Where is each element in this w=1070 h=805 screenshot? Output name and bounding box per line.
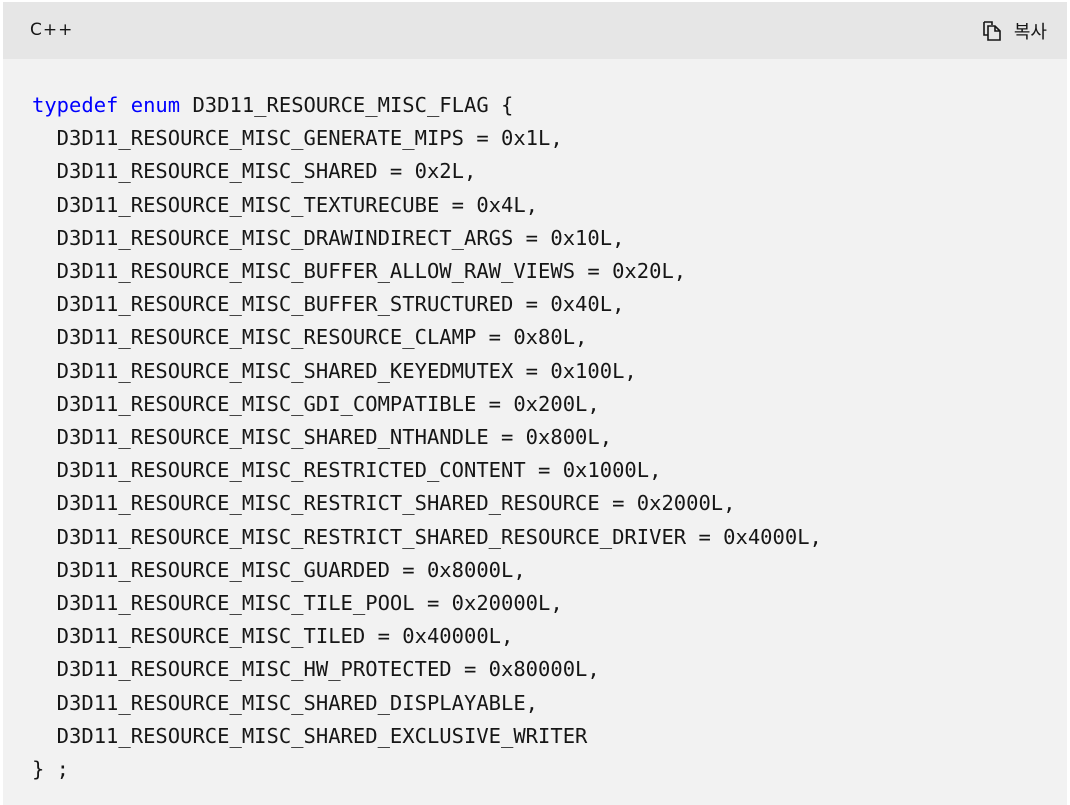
code-line: D3D11_RESOURCE_MISC_BUFFER_ALLOW_RAW_VIE… <box>32 259 687 284</box>
code-content: typedef enum D3D11_RESOURCE_MISC_FLAG { … <box>32 89 822 786</box>
code-line: D3D11_RESOURCE_MISC_BUFFER_STRUCTURED = … <box>32 292 625 317</box>
copy-button[interactable]: 복사 <box>982 16 1047 46</box>
code-line: D3D11_RESOURCE_MISC_TEXTURECUBE = 0x4L, <box>32 192 539 217</box>
code-line: D3D11_RESOURCE_MISC_GUARDED = 0x8000L, <box>32 557 526 582</box>
enum-declaration: D3D11_RESOURCE_MISC_FLAG { <box>180 93 514 117</box>
keyword-typedef: typedef <box>32 93 119 117</box>
code-line: D3D11_RESOURCE_MISC_SHARED_KEYEDMUTEX = … <box>32 358 637 383</box>
code-line: } ; <box>32 757 70 782</box>
code-line: D3D11_RESOURCE_MISC_SHARED_DISPLAYABLE, <box>32 690 539 715</box>
code-line: D3D11_RESOURCE_MISC_TILED = 0x40000L, <box>32 624 514 649</box>
code-line: D3D11_RESOURCE_MISC_RESTRICTED_CONTENT =… <box>32 458 662 483</box>
code-line: D3D11_RESOURCE_MISC_TILE_POOL = 0x20000L… <box>32 591 563 616</box>
code-line: D3D11_RESOURCE_MISC_RESTRICT_SHARED_RESO… <box>32 524 822 549</box>
code-header: C++ 복사 <box>3 2 1067 59</box>
code-line: D3D11_RESOURCE_MISC_RESTRICT_SHARED_RESO… <box>32 491 736 516</box>
code-line: D3D11_RESOURCE_MISC_SHARED = 0x2L, <box>32 159 477 184</box>
code-line: D3D11_RESOURCE_MISC_HW_PROTECTED = 0x800… <box>32 657 600 682</box>
code-line: D3D11_RESOURCE_MISC_SHARED_NTHANDLE = 0x… <box>32 425 613 450</box>
code-line: D3D11_RESOURCE_MISC_SHARED_EXCLUSIVE_WRI… <box>32 723 588 748</box>
copy-label: 복사 <box>1013 22 1047 43</box>
code-line: D3D11_RESOURCE_MISC_DRAWINDIRECT_ARGS = … <box>32 225 625 250</box>
code-block: C++ 복사 typedef enum D3D11_RESOURCE_MISC_… <box>3 2 1067 805</box>
code-area: typedef enum D3D11_RESOURCE_MISC_FLAG { … <box>3 59 1067 805</box>
code-line: D3D11_RESOURCE_MISC_RESOURCE_CLAMP = 0x8… <box>32 325 588 350</box>
code-line: D3D11_RESOURCE_MISC_GENERATE_MIPS = 0x1L… <box>32 126 563 151</box>
language-label: C++ <box>30 20 74 40</box>
code-line: D3D11_RESOURCE_MISC_GDI_COMPATIBLE = 0x2… <box>32 391 600 416</box>
keyword-enum: enum <box>130 93 181 117</box>
copy-icon <box>982 20 1002 42</box>
